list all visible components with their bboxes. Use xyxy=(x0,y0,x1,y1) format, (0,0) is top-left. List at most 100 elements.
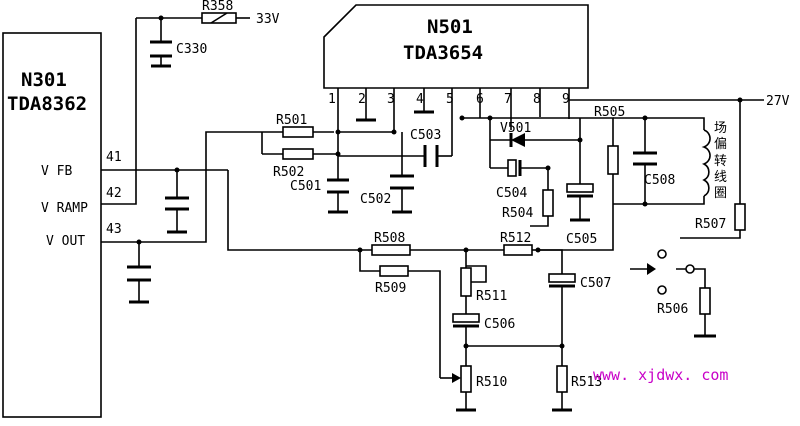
r506-body xyxy=(699,287,711,315)
junction xyxy=(559,343,565,349)
c330-label: C330 xyxy=(176,42,207,57)
net-vout xyxy=(101,131,334,243)
r511-label: R511 xyxy=(476,289,507,304)
n501-pin-6: 6 xyxy=(476,92,484,107)
junction xyxy=(391,129,397,135)
vout-cap-symbol xyxy=(127,265,151,282)
coil-label-char: 场 xyxy=(714,121,727,136)
r505-body xyxy=(607,145,619,175)
r505-label: R505 xyxy=(594,105,625,120)
r509-lead xyxy=(359,250,380,272)
r507-lead xyxy=(680,230,741,239)
c501-symbol xyxy=(327,178,349,194)
v501-label: V501 xyxy=(500,121,531,136)
n501-pin-8: 8 xyxy=(533,92,541,107)
c507-label: C507 xyxy=(580,276,611,291)
switch-contact xyxy=(657,249,667,259)
r504-label: R504 xyxy=(502,206,533,221)
r504-body xyxy=(542,189,554,217)
c501-label: C501 xyxy=(290,179,321,194)
coil-label-char: 偏 xyxy=(714,137,727,152)
coil-label-char: 转 xyxy=(714,154,727,169)
yoke-bus xyxy=(613,117,692,205)
v501-diode-symbol xyxy=(511,133,525,147)
c503-label: C503 xyxy=(410,128,441,143)
ic-n301-part: TDA8362 xyxy=(7,93,87,115)
r513-body xyxy=(556,365,568,393)
c505-body xyxy=(566,183,594,193)
r513-label: R513 xyxy=(571,375,602,390)
n501-pin-5: 5 xyxy=(446,92,454,107)
pin-vramp-label: V RAMP xyxy=(41,201,88,216)
c506-label: C506 xyxy=(484,317,515,332)
switch-contact xyxy=(657,285,667,295)
ic-n301-body xyxy=(2,32,102,418)
r510-wiper-arrow xyxy=(452,373,461,383)
supply-33v-label: 33V xyxy=(256,12,280,27)
switch-arrow-icon xyxy=(647,263,656,275)
c505-label: C505 xyxy=(566,232,597,247)
r358-fuse-mark xyxy=(210,12,228,24)
r509-body xyxy=(379,265,409,277)
c502-label: C502 xyxy=(360,192,391,207)
c504-label: C504 xyxy=(496,186,527,201)
r508-body xyxy=(371,244,411,256)
r502-label: R502 xyxy=(273,165,304,180)
coil-label-char: 线 xyxy=(714,170,727,185)
supply-27v-label: 27V xyxy=(766,94,790,109)
coil-label-char: 圈 xyxy=(714,186,727,201)
n501-pin-7: 7 xyxy=(504,92,512,107)
net-feedback xyxy=(227,170,372,251)
r510-body xyxy=(460,365,472,393)
r509-label: R509 xyxy=(375,281,406,296)
r506-label: R506 xyxy=(657,302,688,317)
ic-n501-name: N501 xyxy=(427,16,473,38)
c330-symbol xyxy=(150,40,172,58)
c507-body xyxy=(548,273,576,283)
r507-label: R507 xyxy=(695,217,726,232)
pin-41-number: 41 xyxy=(106,150,122,165)
r510-label: R510 xyxy=(476,375,507,390)
pin-vfb-label: V FB xyxy=(41,164,72,179)
yoke-coil-symbol xyxy=(701,129,711,197)
r507-body xyxy=(734,203,746,231)
ic-n301-name: N301 xyxy=(21,69,67,91)
c503-symbol xyxy=(423,145,439,167)
coil-lead xyxy=(692,117,705,205)
c508-symbol xyxy=(633,151,657,166)
r501-label: R501 xyxy=(276,113,307,128)
n501-pin-1: 1 xyxy=(328,92,336,107)
c502-symbol xyxy=(390,174,414,190)
r501-body xyxy=(282,126,314,138)
watermark-text: www. xjdwx. com xyxy=(593,366,728,384)
c508-label: C508 xyxy=(644,173,675,188)
r505-lead xyxy=(598,117,614,146)
r504-lead xyxy=(530,216,549,227)
r358-label: R358 xyxy=(202,0,233,14)
vfb-cap-symbol xyxy=(165,196,189,211)
r512-body xyxy=(503,244,533,256)
n501-pin-2: 2 xyxy=(358,92,366,107)
junction xyxy=(459,115,465,121)
r508-label: R508 xyxy=(374,231,405,246)
r505-lead xyxy=(538,174,614,251)
r512-label: R512 xyxy=(500,231,531,246)
r509-lead xyxy=(408,270,441,378)
n501-pin-4: 4 xyxy=(416,92,424,107)
n501-pin-9: 9 xyxy=(562,92,570,107)
pin-vout-label: V OUT xyxy=(46,234,85,249)
r511-body xyxy=(460,267,472,297)
ic-n501-part: TDA3654 xyxy=(403,42,483,64)
ic-n501-body xyxy=(323,4,589,89)
net-vramp xyxy=(101,18,137,205)
switch-lead xyxy=(676,268,706,288)
r511-wiper xyxy=(466,265,487,283)
c507-lead xyxy=(538,249,563,274)
r502-body xyxy=(282,148,314,160)
n501-pin-3: 3 xyxy=(387,92,395,107)
c506-body xyxy=(452,313,480,323)
pin-42-number: 42 xyxy=(106,186,122,201)
c504-body xyxy=(507,159,517,177)
